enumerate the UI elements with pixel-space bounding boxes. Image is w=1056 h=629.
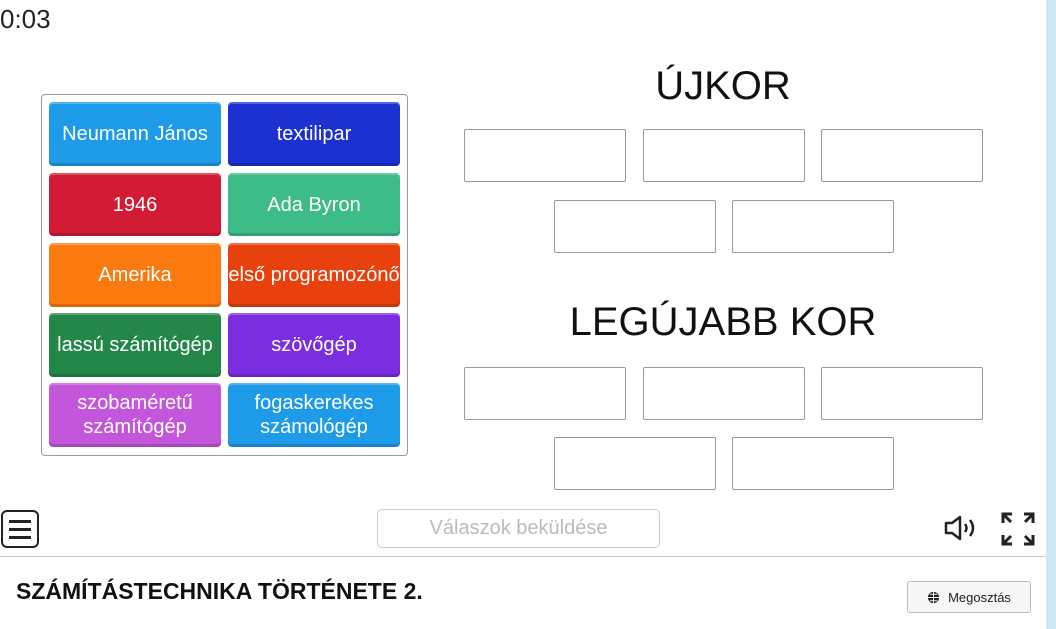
drop-slot[interactable] — [732, 200, 894, 253]
scrollbar[interactable] — [1046, 0, 1056, 629]
group-heading-ujkor: ÚJKOR — [655, 64, 791, 108]
drop-slot[interactable] — [732, 437, 894, 490]
drop-slot[interactable] — [464, 129, 626, 182]
activity-title: SZÁMÍTÁSTECHNIKA TÖRTÉNETE 2. — [16, 578, 423, 604]
sound-icon[interactable] — [943, 513, 979, 543]
answer-tray: Neumann János textilipar 1946 Ada Byron … — [41, 94, 408, 456]
globe-icon — [927, 591, 940, 603]
drop-slot[interactable] — [643, 367, 805, 420]
drop-slot[interactable] — [554, 437, 716, 490]
tile-elso-programozono[interactable]: első programozónő — [228, 243, 400, 307]
timer: 0:03 — [0, 4, 51, 34]
fullscreen-icon[interactable] — [1000, 511, 1036, 547]
drop-slot[interactable] — [821, 129, 983, 182]
share-button[interactable]: Megosztás — [907, 581, 1031, 613]
tile-ada-byron[interactable]: Ada Byron — [228, 173, 400, 236]
tile-fogaskerekes[interactable]: fogaskerekes számológép — [228, 383, 400, 447]
group-heading-legujabb-kor: LEGÚJABB KOR — [569, 300, 877, 344]
divider — [0, 556, 1046, 557]
drop-slot[interactable] — [821, 367, 983, 420]
tile-lassu-szamitogep[interactable]: lassú számítógép — [49, 313, 221, 377]
drop-slot[interactable] — [554, 200, 716, 253]
tile-amerika[interactable]: Amerika — [49, 243, 221, 307]
menu-icon[interactable] — [1, 510, 39, 548]
tile-1946[interactable]: 1946 — [49, 173, 221, 236]
share-label: Megosztás — [948, 589, 1011, 605]
tile-neumann[interactable]: Neumann János — [49, 102, 221, 166]
tile-textilipar[interactable]: textilipar — [228, 102, 400, 166]
tile-szovogep[interactable]: szövőgép — [228, 313, 400, 377]
drop-slot[interactable] — [464, 367, 626, 420]
tile-szobameretu[interactable]: szobaméretű számítógép — [49, 383, 221, 447]
drop-slot[interactable] — [643, 129, 805, 182]
submit-answers-button[interactable]: Válaszok beküldése — [377, 509, 660, 548]
